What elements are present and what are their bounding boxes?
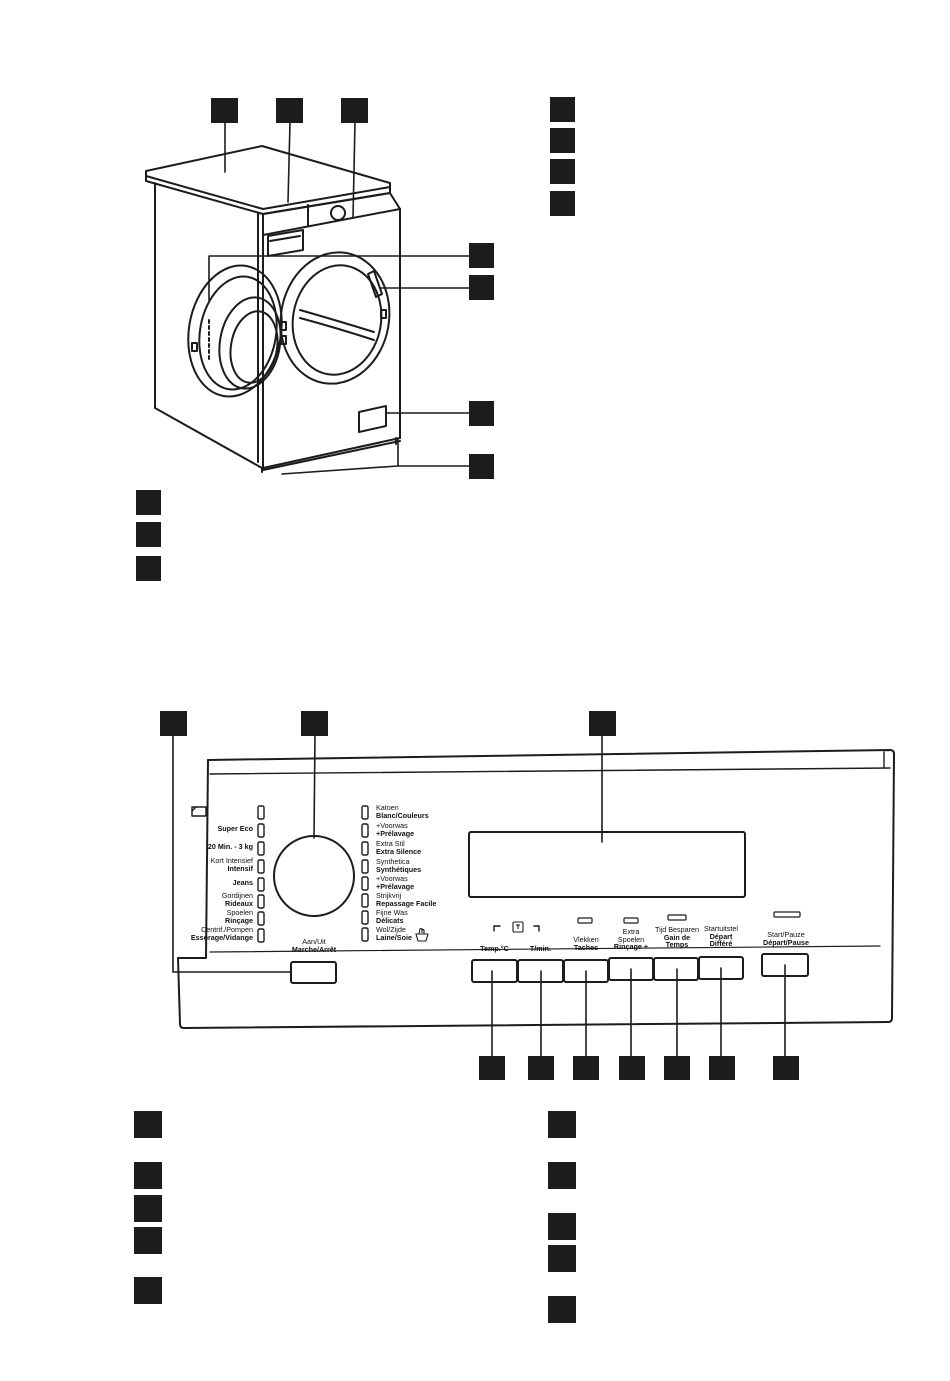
program-fr: 20 Min. - 3 kg [207, 842, 253, 851]
program-nl: +Voorwas [376, 821, 408, 830]
legend-box [550, 159, 575, 184]
program-label-right: Katoen Blanc/Couleurs [376, 804, 429, 819]
legend-box [134, 1195, 162, 1222]
extra-rinse-label: Extra Spoelen Rinçage + [613, 927, 649, 952]
program-nl: +Voorwas [376, 874, 408, 883]
callout-box [709, 1056, 735, 1080]
onoff-nl: Aan/Uit [302, 937, 326, 946]
legend-box [136, 522, 161, 547]
program-label-left: Super Eco [217, 825, 253, 833]
callout-box [573, 1056, 599, 1080]
legend-box [136, 556, 161, 581]
start-pause-label: Start/Pauze Départ/Pause [763, 930, 809, 947]
delay-start-label: Startuitstel Départ Différé [704, 924, 738, 949]
legend-box [134, 1162, 162, 1189]
lock-icon [512, 921, 524, 933]
program-nl: Synthetica [376, 857, 410, 866]
program-nl: Fijne Was [376, 908, 408, 917]
program-fr: Laine/Soie [376, 932, 412, 942]
legend-box [548, 1162, 576, 1189]
spin-label: T/min. [529, 944, 552, 953]
leader-lines-panel [172, 734, 786, 1059]
program-nl: Gordijnen [221, 891, 253, 900]
program-fr: +Prélavage [376, 881, 415, 891]
legend-box [134, 1111, 162, 1138]
program-fr: Essorage/Vidange [190, 932, 253, 942]
program-fr: Super Eco [217, 824, 253, 833]
program-label-left: Jeans [233, 879, 253, 887]
hand-wash-icon [415, 927, 429, 942]
control-panel-illustration [177, 749, 895, 1029]
legend-box [548, 1296, 576, 1323]
program-nl: Extra Stil [376, 839, 405, 848]
program-nl: Spoelen [226, 908, 253, 917]
program-label-right: Extra Stil Extra Silence [376, 840, 421, 855]
stains-label: Vlekken Taches [573, 935, 599, 952]
callout-box [469, 401, 494, 426]
washing-machine-illustration [145, 145, 401, 473]
legend-box [550, 97, 575, 122]
program-fr: Rideaux [225, 898, 253, 908]
program-label-left: Centrif./Pompen Essorage/Vidange [191, 926, 253, 941]
onoff-fr: Marche/Arrêt [291, 944, 337, 954]
program-fr: Repassage Facile [376, 898, 437, 908]
callout-box [479, 1056, 505, 1080]
legend-box [548, 1111, 576, 1138]
callout-box [528, 1056, 554, 1080]
temp-label: Temp.°C [480, 944, 509, 953]
program-label-left: Gordijnen Rideaux [222, 892, 253, 907]
program-label-left: Spoelen Rinçage [225, 909, 253, 924]
callout-box [589, 711, 616, 736]
program-fr: Intensif [227, 863, 253, 873]
program-label-left: Kort Intensief Intensif [211, 857, 253, 872]
program-fr: Jeans [232, 878, 253, 887]
legend-box [550, 191, 575, 216]
program-nl: Wol/Zijde [376, 925, 406, 934]
program-label-right: Wol/Zijde Laine/Soie [376, 926, 412, 941]
program-fr: Rinçage [225, 915, 253, 925]
program-fr: Délicats [376, 915, 404, 925]
leader-lines-top [208, 121, 471, 475]
program-label-right: Fijne Was Délicats [376, 909, 408, 924]
program-fr: Blanc/Couleurs [376, 810, 429, 820]
program-label-left: 20 Min. - 3 kg [208, 843, 253, 851]
callout-box [276, 98, 303, 123]
callout-box [469, 243, 494, 268]
program-nl: Kort Intensief [210, 856, 253, 865]
program-label-right: Strijkvrij Repassage Facile [376, 892, 436, 907]
legend-box [134, 1277, 162, 1304]
program-nl: Centrif./Pompen [201, 925, 253, 934]
legend-box [136, 490, 161, 515]
callout-box [664, 1056, 690, 1080]
legend-box [548, 1213, 576, 1240]
program-fr: Extra Silence [376, 846, 422, 856]
callout-box [619, 1056, 645, 1080]
callout-box [211, 98, 238, 123]
legend-box [550, 128, 575, 153]
program-label-right: +Voorwas +Prélavage [376, 875, 414, 890]
program-nl: Strijkvrij [376, 891, 402, 900]
legend-box [134, 1227, 162, 1254]
program-fr: Synthétiques [376, 864, 422, 874]
callout-box [301, 711, 328, 736]
callout-box [469, 454, 494, 479]
callout-box [469, 275, 494, 300]
legend-box [548, 1245, 576, 1272]
callout-box [160, 711, 187, 736]
time-save-label: Tijd Besparen Gain de Temps [654, 925, 700, 950]
callout-box [341, 98, 368, 123]
program-nl: Katoen [376, 803, 399, 812]
program-label-right: Synthetica Synthétiques [376, 858, 421, 873]
callout-box [773, 1056, 799, 1080]
onoff-label: Aan/Uit Marche/Arrêt [283, 938, 345, 953]
program-label-right: +Voorwas +Prélavage [376, 822, 414, 837]
program-fr: +Prélavage [376, 828, 415, 838]
